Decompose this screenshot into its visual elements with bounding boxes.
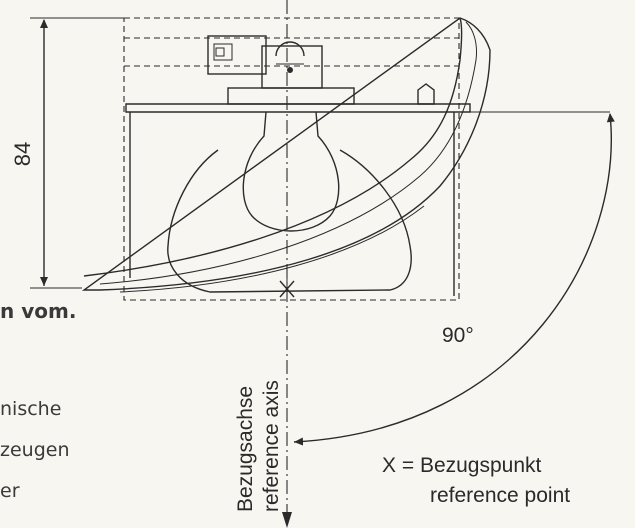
fragment-line-1: n vom. xyxy=(0,299,76,323)
fragment-line-4: er xyxy=(0,480,20,502)
axis-label-en: reference axis xyxy=(260,380,283,512)
angle-90-label: 90° xyxy=(442,324,474,347)
reference-point-mark xyxy=(279,272,295,300)
fragment-line-3: zeugen xyxy=(0,439,70,461)
angle-90: 90° xyxy=(293,113,615,446)
fragment-line-2: nische xyxy=(0,398,61,420)
reference-point-label-de: X = Bezugspunkt xyxy=(382,454,542,477)
dimension-84: 84 xyxy=(10,17,124,289)
axis-label-de: Bezugsachse xyxy=(234,386,257,512)
bulb-socket xyxy=(207,35,435,105)
reference-point-label-en: reference point xyxy=(430,484,570,507)
housing-envelope xyxy=(123,17,460,301)
dimension-84-label: 84 xyxy=(10,142,35,166)
housing-body xyxy=(125,103,610,296)
reference-axis-line xyxy=(282,0,292,528)
reflector xyxy=(167,149,412,293)
